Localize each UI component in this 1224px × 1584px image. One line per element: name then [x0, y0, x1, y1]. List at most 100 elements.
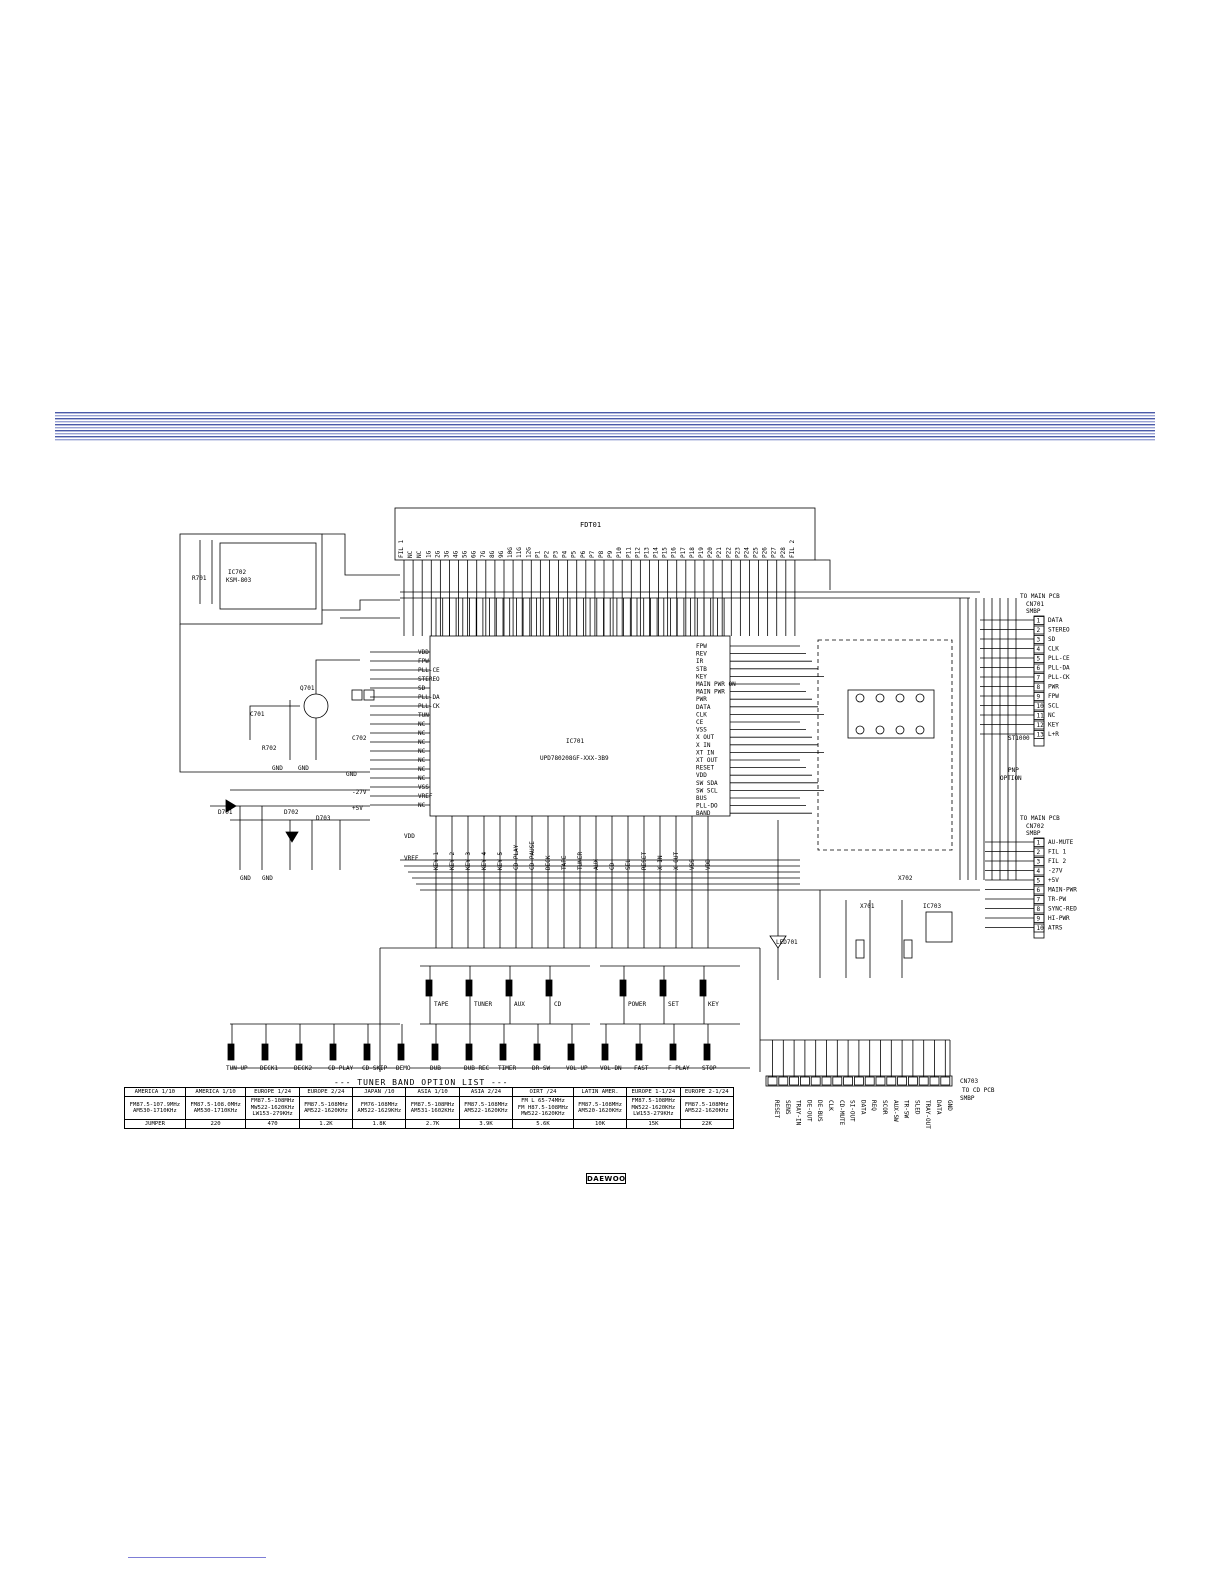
micom-bottom-pin-label: X OUT	[673, 852, 680, 870]
connector-top-pin	[1033, 644, 1045, 654]
stripe-line	[55, 439, 1155, 441]
micom-bottom-pin-label: KEY 2	[449, 852, 456, 870]
key-switch-bottom	[295, 1043, 303, 1061]
vfd-pin-label: P13	[643, 547, 650, 558]
micom-left-pin-label: VREF	[418, 793, 433, 800]
vfd-pin-label: 11G	[516, 547, 523, 558]
micom-right-pin-label: PWR	[696, 696, 707, 703]
table-band-cell: FM L 65-74MHz FM H87.5-108MHz MW522-1620…	[512, 1096, 574, 1120]
micom-right-pin-label: VSS	[696, 727, 707, 734]
micom-left-pin-label: PLL-DA	[418, 694, 440, 701]
connector-bottom-pin-label: DATA	[935, 1100, 942, 1115]
micom-left-pin-label: NC	[418, 730, 426, 737]
vfd-pin-label: 10G	[507, 547, 514, 558]
connector-top-pin-label: STEREO	[1048, 627, 1070, 634]
table-jumper-cell: 10K	[572, 1118, 628, 1130]
micom-left-pin-label: NC	[418, 775, 426, 782]
table-header-cell: EUROPE 1-1/24	[626, 1086, 681, 1098]
connector-mid-pin	[1033, 857, 1045, 866]
misc-label: D701	[218, 809, 233, 816]
key-top-label: TAPE	[434, 1001, 449, 1008]
connector-bottom-pin	[821, 1076, 832, 1086]
micom-right-pin-label: MAIN PWR ON	[696, 681, 736, 688]
connector-top-pin-label: L+R	[1048, 731, 1059, 738]
connector-bottom-pin-label: SENS	[784, 1100, 791, 1115]
micom-left-pin-label: NC	[418, 766, 426, 773]
micom-bottom-pin-label: DECK	[545, 855, 552, 870]
key-top-label: CD	[554, 1001, 562, 1008]
vfd-pin-label: P25	[753, 547, 760, 558]
sub-ic-pin	[895, 725, 905, 735]
sub-ic-pin	[895, 693, 905, 703]
reset-ic-label: IC703	[923, 903, 941, 910]
connector-top-pin-label: PLL-CE	[1048, 655, 1070, 662]
vfd-pin-label: 6G	[471, 550, 478, 558]
vfd-pin-label: P3	[553, 550, 560, 558]
micom-bottom-pin-label: AUX	[593, 859, 600, 870]
connector-mid-pin-number: 8	[1037, 906, 1041, 913]
transistor-q701	[303, 693, 329, 719]
misc-label: GND	[298, 765, 309, 772]
table-band-cell: FM87.5-108MHz AM522-1620KHz	[679, 1096, 735, 1120]
connector-top-pin-label: FPW	[1048, 693, 1059, 700]
table-header-cell: LATIN AMER.	[572, 1086, 628, 1098]
conn-bot-caption: TO CD PCB	[962, 1087, 995, 1094]
connector-top-pin-number: 9	[1037, 694, 1041, 701]
key-bottom-label: FAST	[634, 1065, 649, 1072]
connector-top-pin	[1033, 673, 1045, 682]
micom-bottom-pin-label: CD-PLAY	[513, 844, 520, 870]
table-header-cell: EUROPE 2/24	[298, 1086, 354, 1098]
ir-receiver-body	[219, 542, 317, 610]
micom-left-pin-label: SD	[418, 685, 426, 692]
connector-mid-pin-label: MAIN-PWR	[1048, 887, 1077, 894]
sub-ic-pin	[855, 725, 865, 735]
micom-bottom-pin-label: KEY 4	[481, 852, 488, 870]
misc-label: GND	[262, 875, 273, 882]
connector-bottom-pin	[778, 1076, 789, 1086]
conn-top-sub: SMBP	[1026, 608, 1041, 615]
misc-label: VREF	[404, 855, 419, 862]
connector-bottom-pin	[897, 1076, 907, 1086]
micom-left-pin-label: NC	[418, 748, 426, 755]
vfd-pin-label: P26	[762, 547, 769, 558]
table-jumper-cell: 5.6K	[512, 1118, 574, 1130]
connector-top-pin-label: PWR	[1048, 684, 1059, 691]
vfd-pin-label: P21	[716, 547, 723, 558]
conn-mid-ref: CN702	[1026, 823, 1044, 830]
vfd-pin-label: P4	[562, 550, 569, 558]
micom-left-pin-label: NC	[418, 802, 426, 809]
misc-label: ST1000	[1008, 735, 1030, 742]
stripe-line	[55, 418, 1155, 420]
sub-ic-pin	[875, 725, 885, 735]
key-bottom-label: TUN-UP	[226, 1065, 248, 1072]
misc-label: D702	[284, 809, 299, 816]
micom-right-pin-label: REV	[696, 651, 707, 658]
vfd-pin-label: FIL 2	[789, 540, 796, 558]
micom-right-pin-label: FPW	[696, 643, 707, 650]
connector-mid-pin-number: 2	[1037, 849, 1041, 856]
micom-ic-body	[429, 635, 731, 817]
key-switch-top	[465, 979, 473, 997]
misc-label: GND	[272, 765, 283, 772]
table-header-cell: AMERICA 1/10	[184, 1086, 247, 1098]
misc-label: R702	[262, 745, 277, 752]
micom-left-pin-label: NC	[418, 739, 426, 746]
key-switch-bottom	[261, 1043, 269, 1061]
connector-top-pin-label: PLL-DA	[1048, 665, 1070, 672]
connector-bottom-pin	[854, 1076, 864, 1086]
connector-bottom-pin	[908, 1076, 918, 1086]
table-jumper-cell: 3.9K	[458, 1118, 514, 1130]
connector-bottom-pin	[875, 1076, 886, 1086]
vfd-pin-label: NC	[416, 550, 423, 558]
connector-mid-pin-number: 9	[1037, 916, 1041, 923]
micom-right-pin-label: VDD	[696, 772, 707, 779]
misc-label: OPTION	[1000, 775, 1022, 782]
micom-left-pin-label: FPW	[418, 658, 429, 665]
pnp-label: PNP	[1008, 767, 1019, 774]
key-switch-bottom	[499, 1043, 507, 1061]
key-bottom-label: F-PLAY	[668, 1065, 690, 1072]
table-band-cell: FM87.5-108MHz MW522-1620KHz LW153-279KHz	[626, 1096, 681, 1120]
micom-right-pin-label: PLL-DO	[696, 803, 718, 810]
connector-top-pin-number: 2	[1037, 627, 1041, 634]
